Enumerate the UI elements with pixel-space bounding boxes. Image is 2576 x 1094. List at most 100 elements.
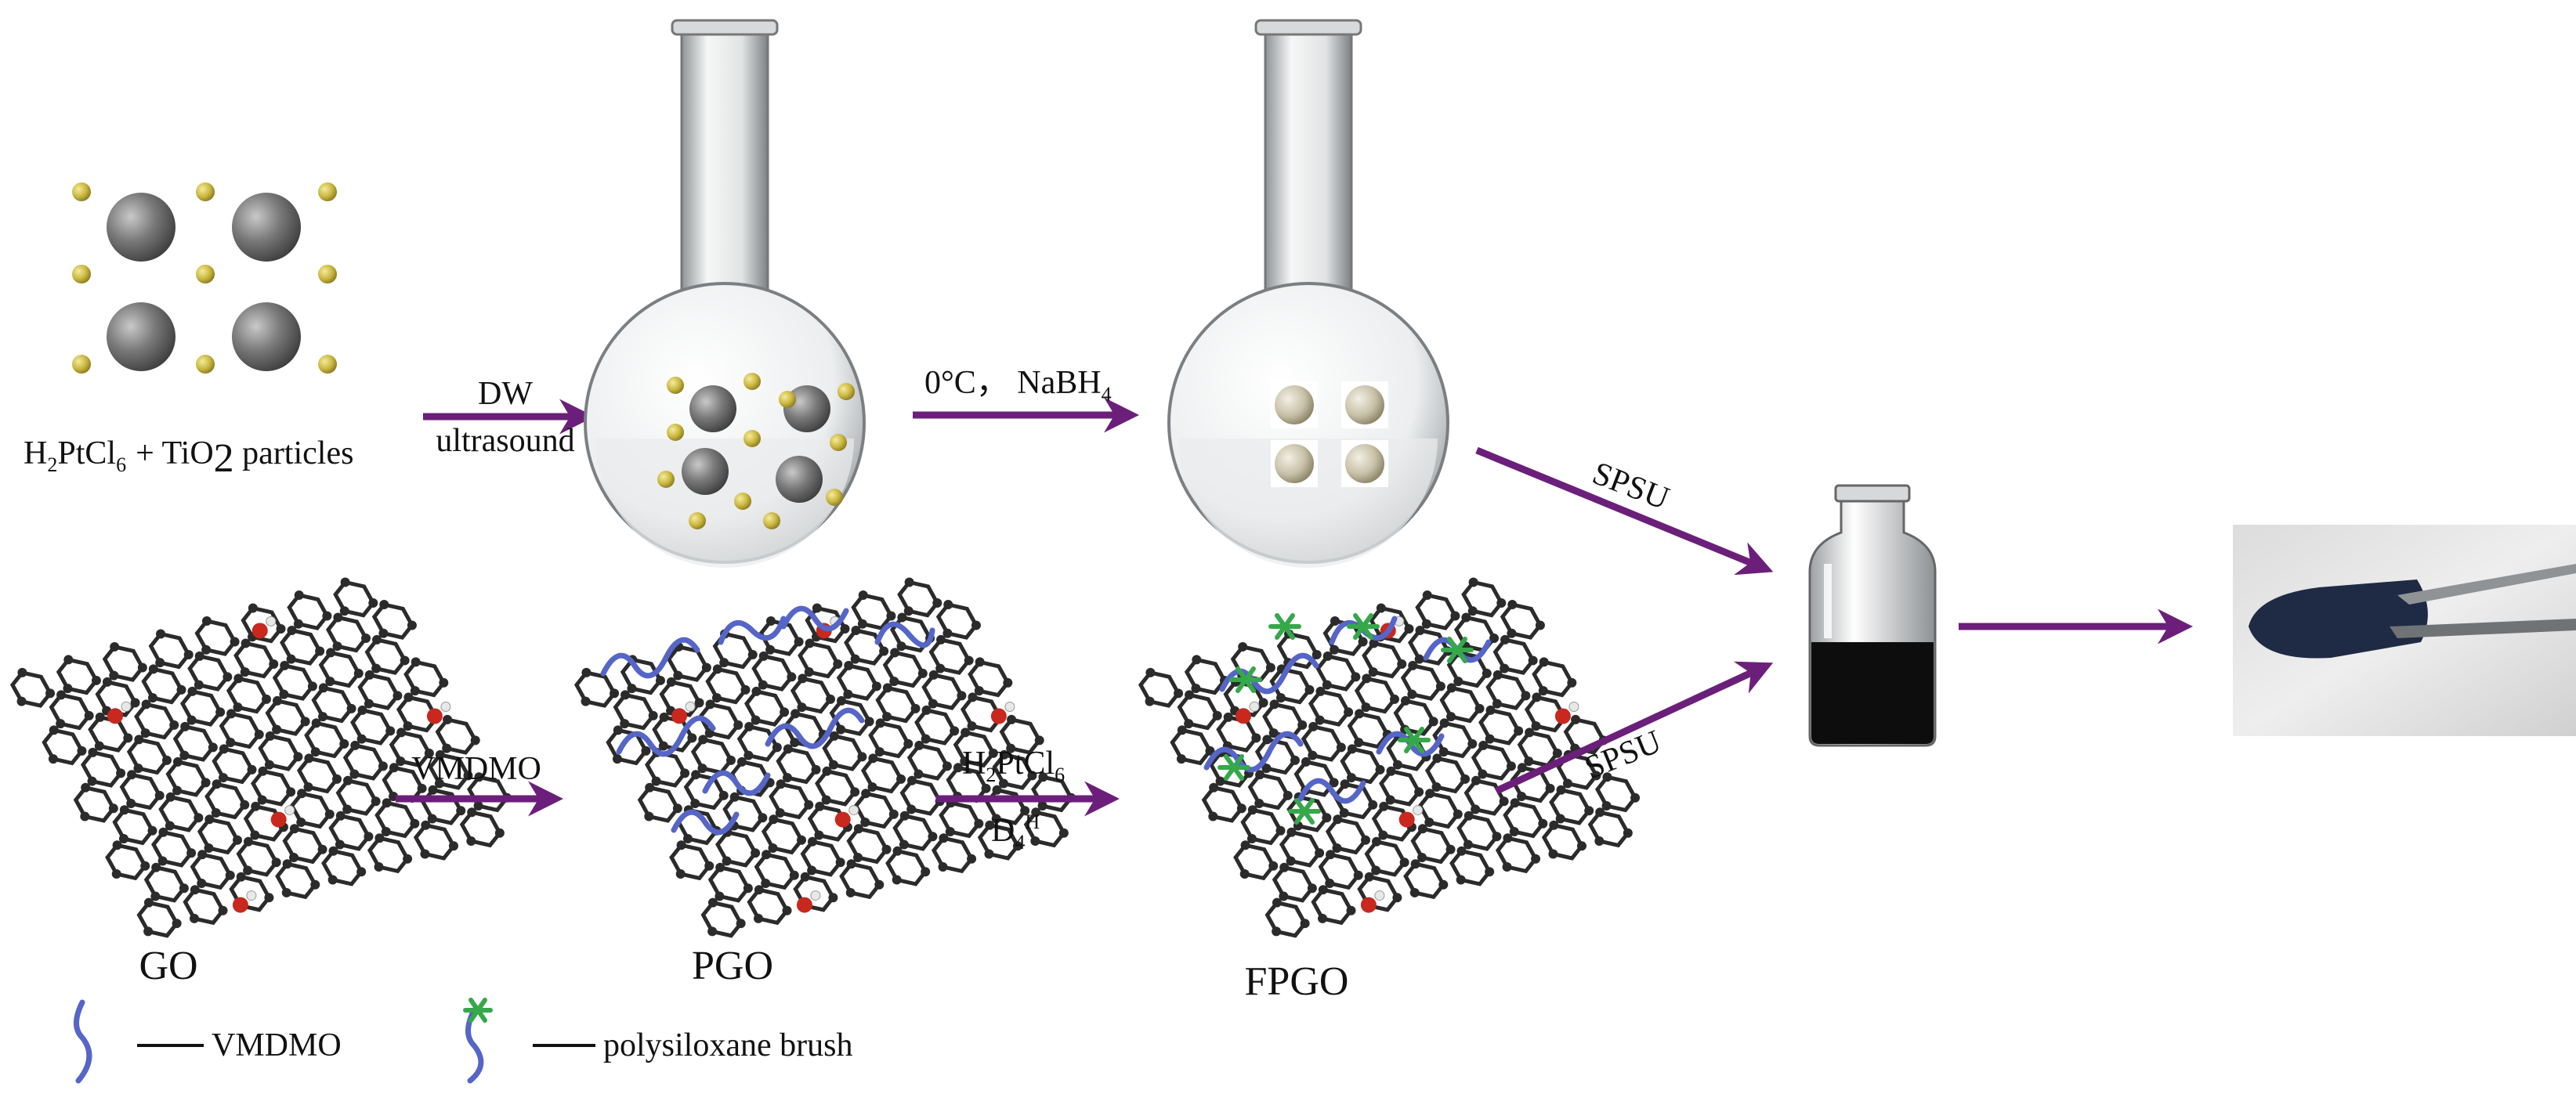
carbon-ring: [212, 746, 255, 785]
carbon-atom: [765, 644, 776, 655]
oxygen-atom: [990, 708, 1007, 724]
carbon-atom: [250, 830, 260, 840]
carbon-atom: [322, 611, 332, 621]
carbon-ring: [241, 605, 284, 644]
hydrogen-atom: [1568, 702, 1579, 713]
carbon-atom: [984, 849, 994, 859]
carbon-atom: [945, 827, 955, 837]
carbon-atom: [1549, 820, 1559, 830]
product-vial: [1808, 484, 1937, 747]
hydrogen-atom: [121, 701, 132, 712]
carbon-atom: [340, 577, 350, 587]
carbon-ring: [357, 673, 400, 710]
carbon-ring: [573, 670, 617, 708]
carbon-ring: [236, 839, 279, 877]
carbon-atom: [155, 658, 165, 668]
carbon-ring: [620, 657, 663, 695]
carbon-atom: [1325, 878, 1335, 888]
pgo-sheet: [573, 577, 1076, 938]
carbon-ring: [371, 602, 414, 640]
carbon-ring: [700, 900, 743, 938]
carbon-atom: [694, 698, 704, 708]
carbon-ring: [851, 593, 894, 630]
carbon-atom: [91, 675, 101, 685]
carbon-atom: [123, 733, 133, 743]
carbon-atom: [985, 820, 995, 830]
carbon-ring: [747, 887, 790, 926]
carbon-atom: [1030, 836, 1040, 846]
carbon-ring: [318, 650, 361, 688]
carbon-atom: [204, 843, 214, 853]
carbon-atom: [921, 734, 931, 744]
carbon-atom: [758, 651, 769, 661]
carbon-atom: [84, 710, 94, 720]
carbon-ring: [396, 695, 440, 733]
carbon-ring: [9, 670, 53, 708]
carbon-atom: [233, 673, 244, 684]
carbon-atom: [1414, 787, 1424, 797]
carbon-atom: [212, 779, 222, 789]
carbon-atom: [396, 756, 406, 767]
carbon-atom: [798, 673, 808, 684]
carbon-atom: [960, 756, 970, 767]
step4-label-catalyst: H2PtCl6: [962, 746, 1065, 786]
carbon-atom: [610, 688, 620, 699]
carbon-atom: [805, 638, 815, 648]
carbon-ring: [172, 724, 215, 762]
carbon-atom: [705, 699, 715, 709]
carbon-ring: [251, 769, 294, 807]
carbon-atom: [1275, 693, 1286, 703]
carbon-atom: [88, 747, 98, 757]
carbon-atom: [1502, 861, 1512, 872]
carbon-atom: [910, 703, 921, 713]
carbon-ring: [265, 699, 308, 736]
carbon-atom: [179, 750, 190, 760]
carbon-atom: [157, 856, 168, 866]
carbon-ring: [389, 730, 432, 768]
carbon-atom: [967, 854, 977, 864]
carbon-atom: [186, 715, 197, 725]
carbon-atom: [271, 858, 281, 868]
carbon-atom: [311, 718, 321, 728]
carbon-atom: [1460, 774, 1471, 784]
carbon-ring: [805, 605, 848, 644]
carbon-atom: [1404, 623, 1414, 634]
carbon-atom: [272, 724, 282, 735]
carbon-atom: [1192, 655, 1202, 665]
carbon-atom: [768, 843, 778, 853]
carbon-ring: [1541, 822, 1584, 861]
carbon-atom: [81, 782, 91, 793]
carbon-atom: [860, 818, 870, 828]
carbon-atom: [935, 663, 946, 673]
carbon-atom: [896, 641, 906, 652]
carbon-atom: [967, 721, 977, 731]
carbon-atom: [903, 606, 914, 616]
carbon-atom: [407, 620, 417, 630]
carbon-atom: [434, 778, 444, 789]
carbon-atom: [1326, 850, 1336, 860]
carbon-ring: [921, 673, 964, 710]
oxygen-atom: [232, 897, 248, 913]
carbon-ring: [282, 826, 325, 865]
carbon-atom: [463, 771, 473, 781]
oxygen-atom: [1360, 897, 1377, 913]
carbon-atom: [48, 754, 58, 764]
carbon-ring: [1400, 663, 1443, 701]
carbon-atom: [1517, 792, 1527, 802]
carbon-atom: [197, 850, 208, 860]
carbon-ring: [1495, 836, 1539, 874]
carbon-atom: [371, 663, 382, 673]
carbon-atom: [882, 712, 892, 722]
carbon-atom: [1145, 667, 1156, 677]
carbon-atom: [382, 798, 392, 808]
carbon-ring: [428, 753, 471, 790]
carbon-ring: [1594, 774, 1638, 813]
carbon-atom: [875, 718, 885, 728]
legend-label-brush: polysiloxane brush: [603, 1027, 852, 1063]
carbon-atom: [675, 868, 686, 879]
carbon-atom: [356, 734, 367, 744]
carbon-atom: [381, 827, 391, 837]
carbon-ring: [1369, 605, 1412, 644]
hydrogen-atom: [848, 805, 859, 816]
carbon-atom: [1034, 735, 1044, 746]
